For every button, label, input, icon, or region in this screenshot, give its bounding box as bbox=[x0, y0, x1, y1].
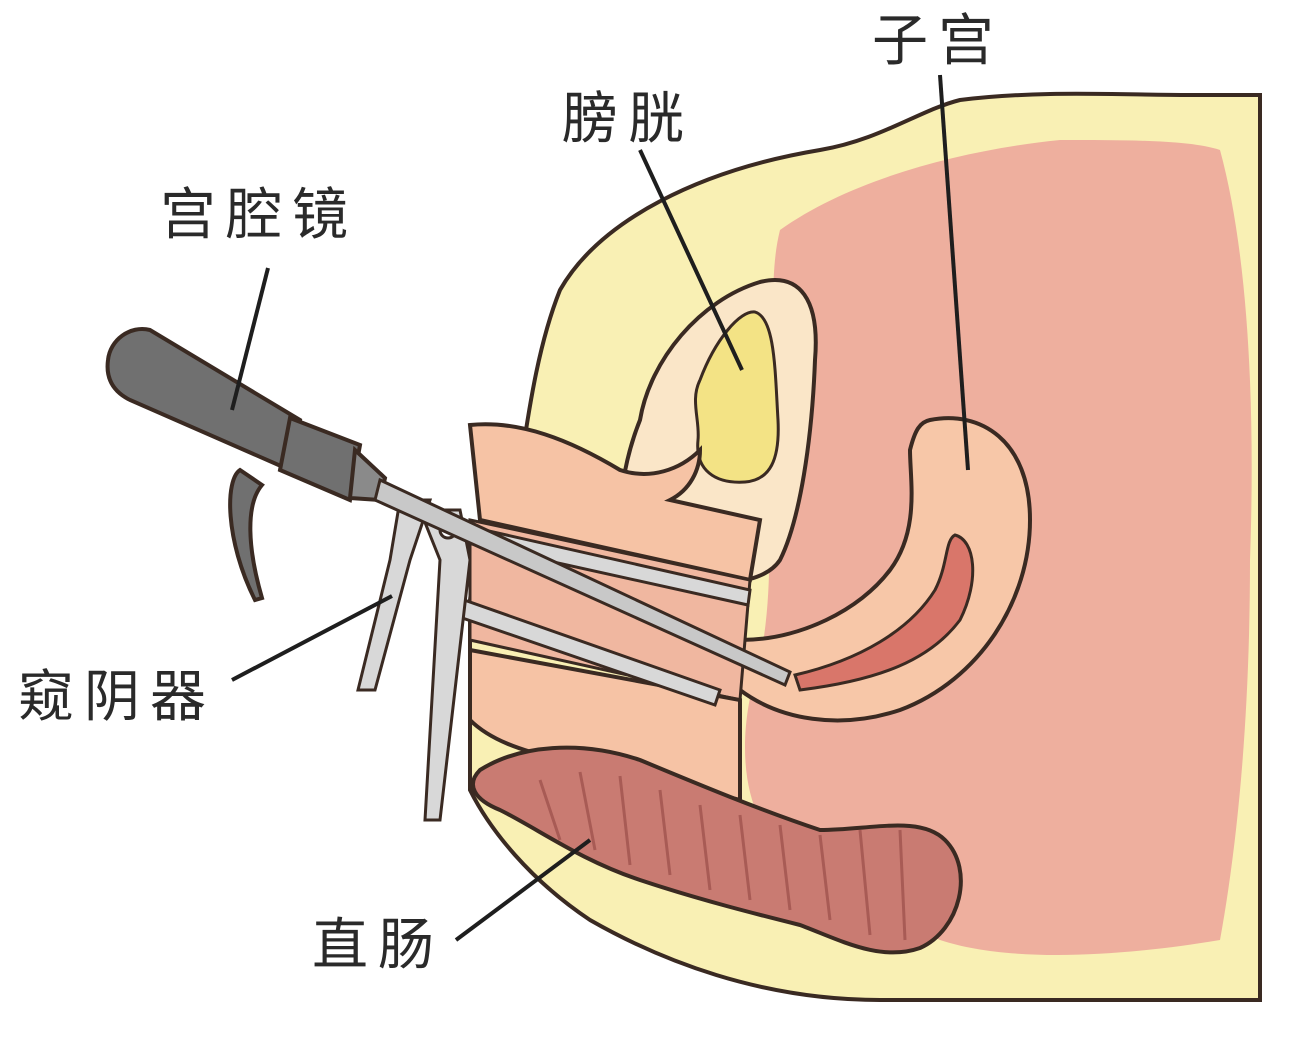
rectum bbox=[470, 745, 963, 955]
label-rectum: 直肠 bbox=[312, 913, 444, 978]
uterine-cavity bbox=[793, 533, 975, 692]
speculum-handle-front bbox=[417, 508, 472, 822]
leader-uterus bbox=[938, 74, 970, 471]
speculum-handle-back bbox=[356, 498, 433, 692]
label-speculum: 窥阴器 bbox=[18, 665, 216, 730]
rectum-folds bbox=[538, 771, 907, 941]
hysteroscope-body bbox=[105, 327, 303, 473]
uterus-body bbox=[738, 416, 1033, 723]
leader-speculum bbox=[231, 594, 393, 682]
label-hysteroscope: 宫腔镜 bbox=[160, 183, 358, 248]
hysteroscope-collar bbox=[277, 415, 363, 503]
leader-bladder bbox=[638, 149, 744, 371]
leader-hysteroscope bbox=[230, 267, 270, 411]
hysteroscope-shaft bbox=[373, 477, 792, 688]
hysteroscope-hook bbox=[228, 467, 265, 603]
leader-rectum bbox=[454, 838, 592, 942]
label-bladder: 膀胱 bbox=[562, 87, 694, 152]
upper-wall bbox=[467, 422, 763, 583]
label-uterus: 子宫 bbox=[872, 9, 1004, 74]
bladder-urine bbox=[693, 310, 780, 484]
